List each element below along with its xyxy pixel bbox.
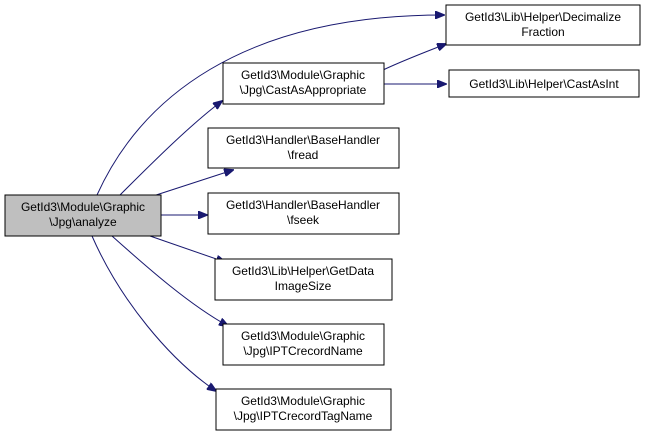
node-decimalize-line2: Fraction: [521, 25, 564, 39]
node-castappropriate-line1: GetId3\Module\Graphic: [241, 68, 365, 82]
node-castint[interactable]: GetId3\Lib\Helper\CastAsInt: [448, 69, 640, 98]
node-castappropriate[interactable]: GetId3\Module\Graphic \Jpg\CastAsAppropr…: [222, 62, 385, 105]
node-castint-line1: GetId3\Lib\Helper\CastAsInt: [469, 77, 619, 91]
node-analyze-line2: \Jpg\analyze: [49, 215, 117, 229]
node-iptctag-line2: \Jpg\IPTCrecordTagName: [234, 409, 373, 423]
node-analyze-line1: GetId3\Module\Graphic: [21, 200, 145, 214]
edge-analyze-to-decimalize: [96, 15, 444, 196]
edge-analyze-to-fread: [149, 170, 233, 198]
edge-analyze-to-getdata: [149, 235, 225, 262]
node-castappropriate-line2: \Jpg\CastAsAppropriate: [240, 83, 367, 97]
edge-castappropriate-to-decimalize: [382, 44, 446, 71]
node-getdata-line2: ImageSize: [275, 279, 332, 293]
node-analyze[interactable]: GetId3\Module\Graphic \Jpg\analyze: [4, 194, 162, 237]
node-iptcname[interactable]: GetId3\Module\Graphic \Jpg\IPTCrecordNam…: [222, 323, 385, 366]
node-fseek[interactable]: GetId3\Handler\BaseHandler \fseek: [207, 192, 400, 235]
edge-analyze-to-iptcname: [111, 235, 228, 326]
node-fread-line2: \fread: [288, 148, 319, 162]
node-fread[interactable]: GetId3\Handler\BaseHandler \fread: [207, 127, 400, 169]
node-decimalize-line1: GetId3\Lib\Helper\Decimalize: [465, 10, 621, 24]
node-iptcname-line2: \Jpg\IPTCrecordName: [243, 344, 363, 358]
node-iptctag-line1: GetId3\Module\Graphic: [241, 394, 365, 408]
edges: [91, 15, 446, 391]
node-fseek-line2: \fseek: [287, 213, 320, 227]
node-getdata-line1: GetId3\Lib\Helper\GetData: [232, 264, 374, 278]
node-getdata[interactable]: GetId3\Lib\Helper\GetData ImageSize: [214, 258, 393, 301]
node-iptcname-line1: GetId3\Module\Graphic: [241, 329, 365, 343]
node-fread-line1: GetId3\Handler\BaseHandler: [226, 133, 380, 147]
node-fseek-line1: GetId3\Handler\BaseHandler: [226, 198, 380, 212]
node-iptctag[interactable]: GetId3\Module\Graphic \Jpg\IPTCrecordTag…: [215, 388, 392, 431]
edge-analyze-to-castappropriate: [119, 101, 222, 196]
node-decimalize[interactable]: GetId3\Lib\Helper\Decimalize Fraction: [445, 4, 641, 46]
edge-analyze-to-iptctag: [91, 235, 216, 391]
